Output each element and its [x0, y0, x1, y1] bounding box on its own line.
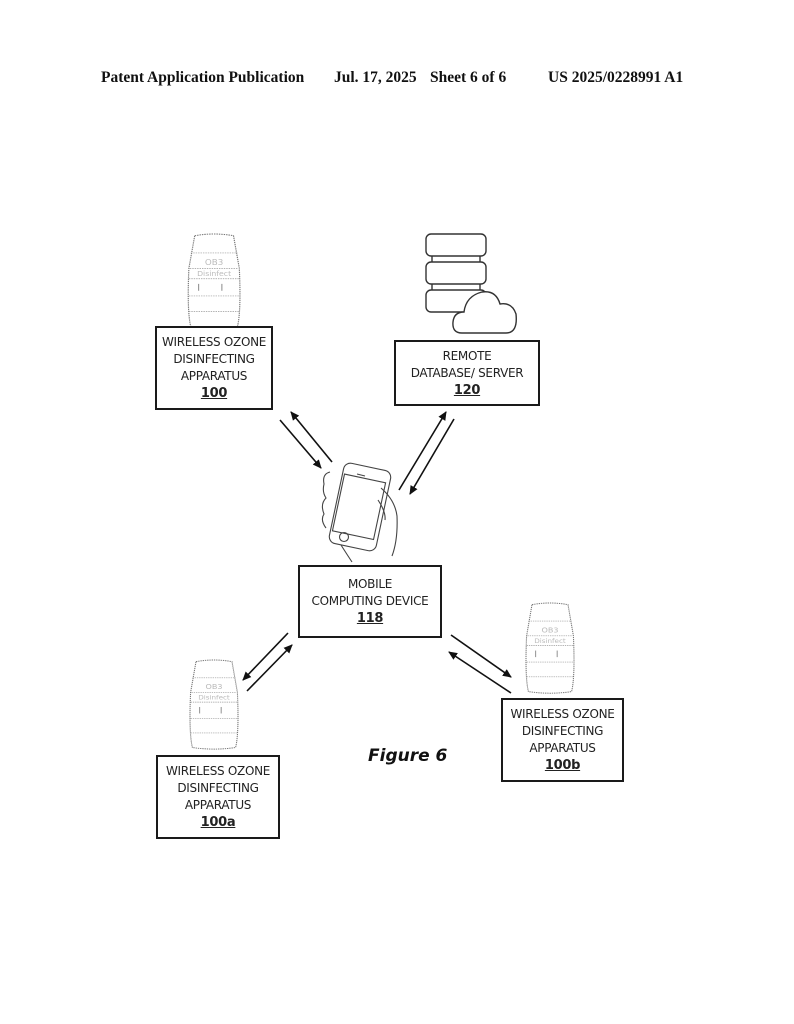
apparatus-100-box: WIRELESS OZONE DISINFECTING APPARATUS 10…	[155, 326, 273, 410]
box-line: DISINFECTING	[173, 352, 255, 366]
reference-numeral: 100	[200, 386, 228, 401]
arrow-pair-mobile-100	[279, 411, 333, 469]
database-cloud-icon	[425, 233, 517, 334]
reference-numeral: 120	[453, 382, 481, 398]
ozone-apparatus-icon	[187, 233, 241, 330]
box-line: APPARATUS	[184, 798, 252, 812]
box-line: APPARATUS	[529, 741, 596, 755]
box-line: DISINFECTING	[177, 781, 259, 795]
box-line: MOBILE	[347, 577, 393, 591]
apparatus-100a-box: WIRELESS OZONE DISINFECTING APPARATUS 10…	[156, 755, 280, 839]
box-line: WIRELESS OZONE	[510, 707, 615, 721]
sheet-number: Sheet 6 of 6	[430, 69, 507, 86]
publication-type: Patent Application Publication	[101, 69, 305, 86]
patent-header: Patent Application Publication Jul. 17, …	[0, 69, 794, 89]
box-line: DISINFECTING	[521, 724, 604, 738]
patent-number: US 2025/0228991 A1	[548, 69, 684, 86]
box-line: DATABASE/ SERVER	[410, 365, 524, 380]
server-120-box: REMOTE DATABASE/ SERVER 120	[394, 340, 540, 406]
arrow-pair-mobile-100a	[242, 632, 293, 692]
reference-numeral: 100a	[200, 815, 236, 830]
box-line: APPARATUS	[180, 369, 248, 383]
box-line: WIRELESS OZONE	[165, 764, 271, 778]
publication-date: Jul. 17, 2025	[334, 69, 417, 86]
box-line: REMOTE	[442, 348, 492, 363]
reference-numeral: 100b	[544, 758, 581, 773]
apparatus-100b-box: WIRELESS OZONE DISINFECTING APPARATUS 10…	[501, 698, 624, 782]
smartphone-in-hand-icon	[321, 462, 398, 563]
ozone-apparatus-icon	[525, 602, 575, 694]
figure-label: Figure 6	[368, 746, 448, 766]
box-line: WIRELESS OZONE	[161, 335, 267, 349]
arrow-pair-mobile-120	[398, 411, 455, 495]
mobile-118-box: MOBILE COMPUTING DEVICE 118	[298, 565, 442, 638]
reference-numeral: 118	[356, 611, 384, 626]
ozone-apparatus-icon	[189, 659, 239, 750]
arrow-pair-mobile-100b	[448, 634, 512, 694]
box-line: COMPUTING DEVICE	[311, 594, 429, 608]
